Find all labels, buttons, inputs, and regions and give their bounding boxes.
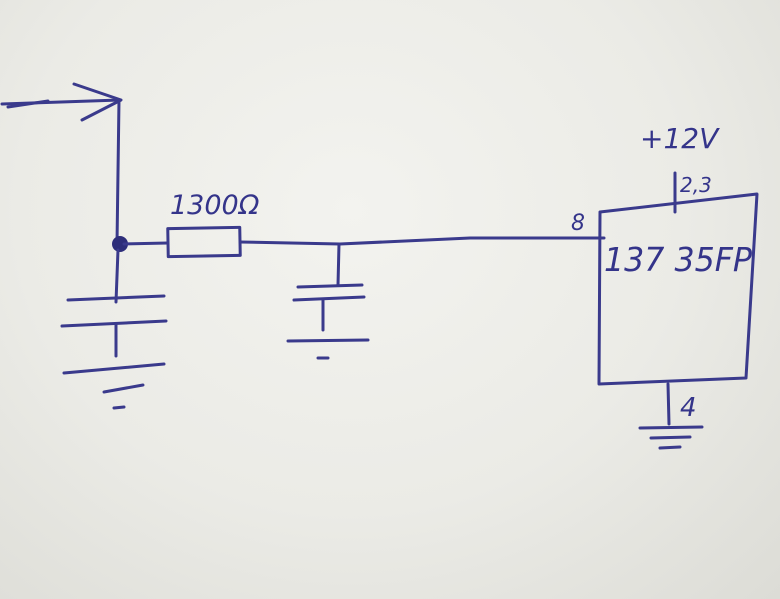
mid-cap-plate-top (296, 283, 364, 289)
input-pin-label: 8 (571, 211, 585, 236)
left-capacitor (60, 248, 168, 358)
input-wire-stroke (6, 99, 50, 109)
supply-pins-label: 2,3 (680, 173, 712, 197)
left-cap-plate-top (66, 294, 166, 302)
left-cap-lead-top (114, 248, 120, 304)
junction-dot (112, 236, 128, 252)
mid-cap-lead-top (336, 242, 341, 287)
middle-capacitor (292, 242, 366, 332)
mid-cap-plate-bottom (292, 295, 366, 302)
input-arrow (0, 82, 123, 122)
right-ground-line-1 (638, 425, 704, 430)
left-cap-plate-bottom (60, 319, 168, 328)
left-ground-line-1 (62, 362, 166, 375)
middle-ground-symbol (286, 338, 370, 360)
right-ground-line-3 (658, 445, 682, 450)
left-ground-line-3 (112, 405, 126, 410)
right-ground-line-2 (649, 435, 692, 440)
right-ground-symbol (638, 425, 704, 450)
wire-to-resistor (122, 241, 170, 246)
ic-box (597, 192, 759, 386)
vertical-feed-wire (115, 98, 121, 246)
ground-pin-label: 4 (680, 393, 697, 423)
resistor-label: 1300Ω (170, 190, 260, 221)
supply-voltage-label: +12V (640, 122, 720, 155)
ground-pin-wire (666, 382, 671, 426)
input-wire (0, 98, 122, 106)
resistor-body (166, 225, 242, 259)
signal-wire (238, 236, 606, 246)
left-ground-symbol (62, 362, 166, 410)
arrow-head (72, 82, 123, 122)
mid-ground-line-1 (286, 338, 370, 343)
left-ground-line-2 (102, 383, 145, 394)
ic-label: 137 35FP (604, 240, 752, 279)
